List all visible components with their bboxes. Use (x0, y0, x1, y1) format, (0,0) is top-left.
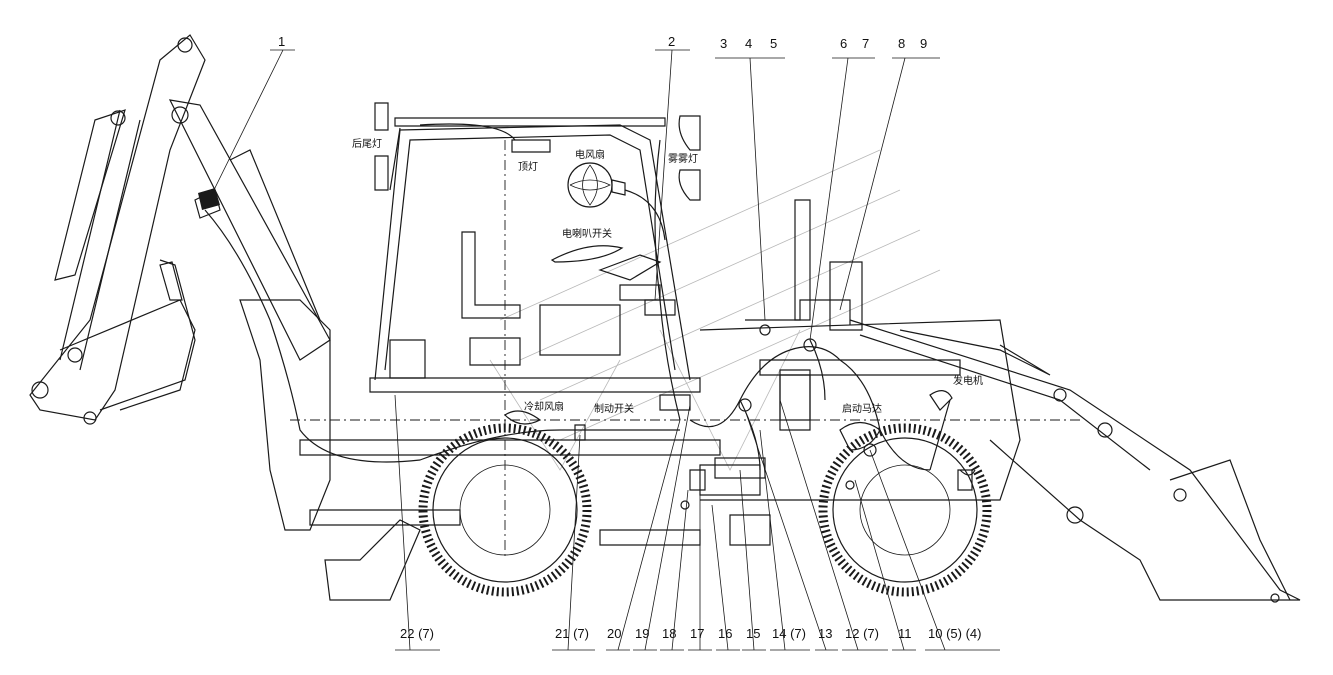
fog-light-upper (678, 115, 701, 151)
label-brake-switch: 制动开关 (594, 402, 634, 415)
lamps (374, 102, 701, 208)
label-cooling-fan: 冷却风扇 (524, 400, 564, 413)
rear-tail-light-upper (374, 102, 389, 131)
callout-18: 18 (662, 626, 676, 641)
callout-10: 10 (5) (4) (928, 626, 981, 641)
callout-13: 13 (818, 626, 832, 641)
engine-hood (699, 199, 1021, 501)
label-generator: 发电机 (953, 374, 983, 387)
callout-14: 14 (7) (772, 626, 806, 641)
callout-20: 20 (607, 626, 621, 641)
callout-4: 4 (745, 36, 752, 51)
wiring-harness (204, 123, 976, 476)
callout-22: 22 (7) (400, 626, 434, 641)
dome-light (511, 139, 551, 153)
callout-11: 11 (898, 626, 912, 641)
callout-12: 12 (7) (845, 626, 879, 641)
front-wheel (818, 423, 992, 597)
label-dome-light: 顶灯 (518, 161, 538, 173)
rear-wheel (418, 423, 592, 597)
electric-fan (567, 162, 613, 208)
label-rear-tail-light: 后尾灯 (352, 138, 382, 150)
callout-7: 7 (862, 36, 869, 51)
callout-3: 3 (720, 36, 727, 51)
callout-21: 21 (7) (555, 626, 589, 641)
label-fog-light: 雾雾灯 (668, 153, 698, 165)
label-starter-motor: 启动马达 (842, 402, 882, 415)
callout-1: 1 (278, 34, 285, 49)
label-wiper-motor-switch: 电喇叭开关 (562, 227, 612, 240)
callout-2: 2 (668, 34, 675, 49)
rear-tail-light-lower (374, 155, 389, 191)
leader-lines (209, 49, 1000, 651)
loader-arm (849, 319, 1301, 603)
callout-5: 5 (770, 36, 777, 51)
callout-15: 15 (746, 626, 760, 641)
label-electric-fan: 电风扇 (575, 148, 605, 161)
fog-light-lower (678, 169, 701, 201)
callout-8: 8 (898, 36, 905, 51)
watermark (489, 149, 941, 471)
cab (369, 117, 701, 393)
callout-9: 9 (920, 36, 927, 51)
callout-6: 6 (840, 36, 847, 51)
backhoe-arm (29, 34, 331, 531)
callout-numbers: 1 2 3 4 5 6 7 8 9 10 (5) (4) 11 12 (7) 1… (278, 34, 981, 641)
component-labels: 后尾灯 顶灯 电风扇 雾雾灯 电喇叭开关 冷却风扇 制动开关 启动马达 发电机 (352, 138, 983, 415)
callout-16: 16 (718, 626, 732, 641)
components (198, 188, 973, 546)
callout-19: 19 (635, 626, 649, 641)
callout-17: 17 (690, 626, 704, 641)
chassis (290, 140, 1080, 601)
